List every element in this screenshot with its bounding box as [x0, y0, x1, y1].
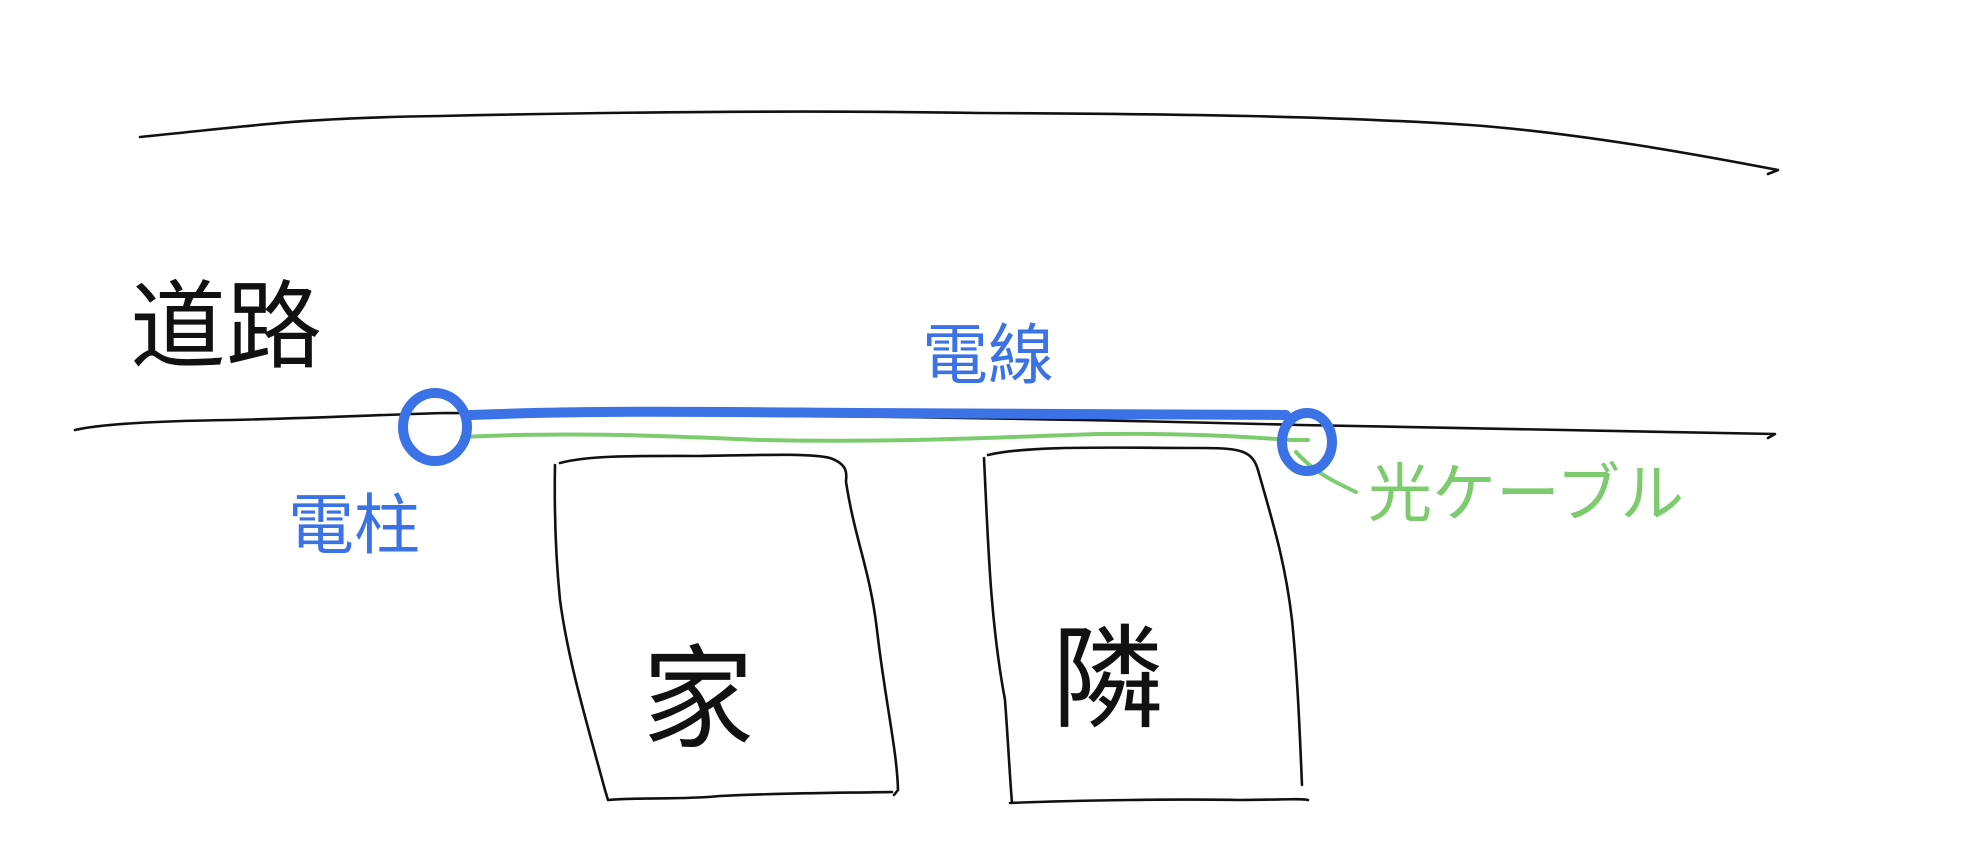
fiber-cable: [460, 431, 1358, 494]
fiber-cable-label: 光ケーブル: [1368, 458, 1684, 532]
utility-pole-right: [1277, 408, 1337, 476]
neighbor-box: [982, 446, 1310, 805]
power-line-label: 電線: [922, 317, 1054, 394]
neighbor-label: 隣: [1052, 615, 1164, 745]
utility-pole-left: [398, 388, 472, 466]
house-label: 家: [642, 635, 754, 765]
utility-pole-label: 電柱: [288, 487, 420, 564]
road-label: 道路: [130, 271, 322, 383]
road-top-edge: [138, 110, 1780, 176]
power-line: [465, 406, 1291, 420]
house-box: [553, 453, 900, 802]
